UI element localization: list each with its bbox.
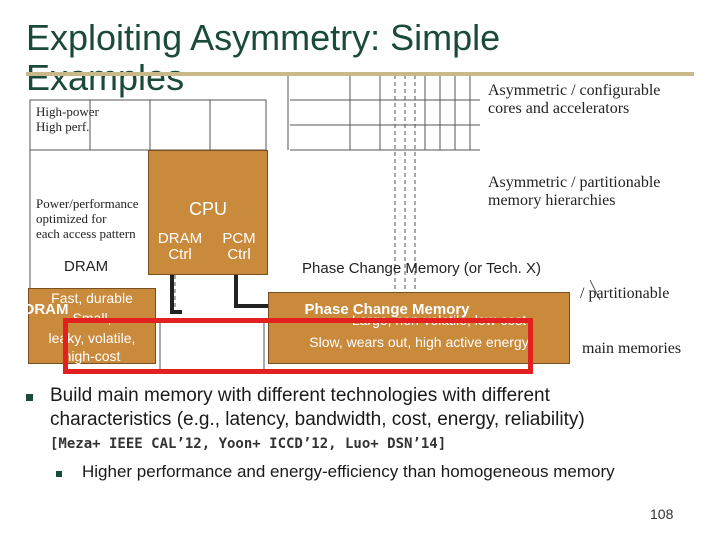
pcm-heading: Phase Change Memory (or Tech. X) xyxy=(302,260,541,277)
dram-ctrl: DRAM Ctrl xyxy=(157,230,203,263)
legend-power-performance: Power/performance optimized for each acc… xyxy=(36,196,139,241)
dram-panel-line-1: Fast, durable xyxy=(51,290,133,306)
bullet-marker xyxy=(26,394,33,401)
pcm-panel: Phase Change Memory Large, non-volatile,… xyxy=(268,292,570,364)
cpu-block: CPU DRAM Ctrl PCM Ctrl xyxy=(148,150,268,275)
pcm-ctrl: PCM Ctrl xyxy=(222,230,256,263)
dram-panel-line-3: leaky, volatile, xyxy=(48,330,136,346)
pcm-panel-title: Phase Change Memory xyxy=(304,301,470,318)
dram-label: DRAM xyxy=(64,258,109,275)
dram-panel-title: DRAM xyxy=(23,301,69,318)
bullet-refs: [Meza+ IEEE CAL’12, Yoon+ ICCD’12, Luo+ … xyxy=(50,436,447,452)
slide-title: Exploiting Asymmetry: Simple Examples xyxy=(26,17,501,98)
label-main-memories: main memories xyxy=(582,340,682,357)
sub-bullet: Higher performance and energy-efficiency… xyxy=(82,462,615,481)
cpu-label: CPU xyxy=(188,199,227,219)
sub-bullet-marker xyxy=(56,471,62,477)
pcm-panel-line-2: Slow, wears out, high active energy xyxy=(309,334,529,350)
page-number: 108 xyxy=(650,506,674,522)
bullet-main: Build main memory with different technol… xyxy=(50,385,585,430)
title-rule xyxy=(26,72,694,76)
legend-high-power: High-power High perf. xyxy=(36,104,99,134)
dram-panel-line-4: high-cost xyxy=(63,348,121,364)
label-partitionable-hierarchies: Asymmetric / partitionable memory hierar… xyxy=(488,174,661,209)
label-configurable-cores: Asymmetric / configurable cores and acce… xyxy=(488,82,661,117)
highlight-box xyxy=(63,318,533,374)
label-partitionable: / partitionable xyxy=(580,285,670,302)
